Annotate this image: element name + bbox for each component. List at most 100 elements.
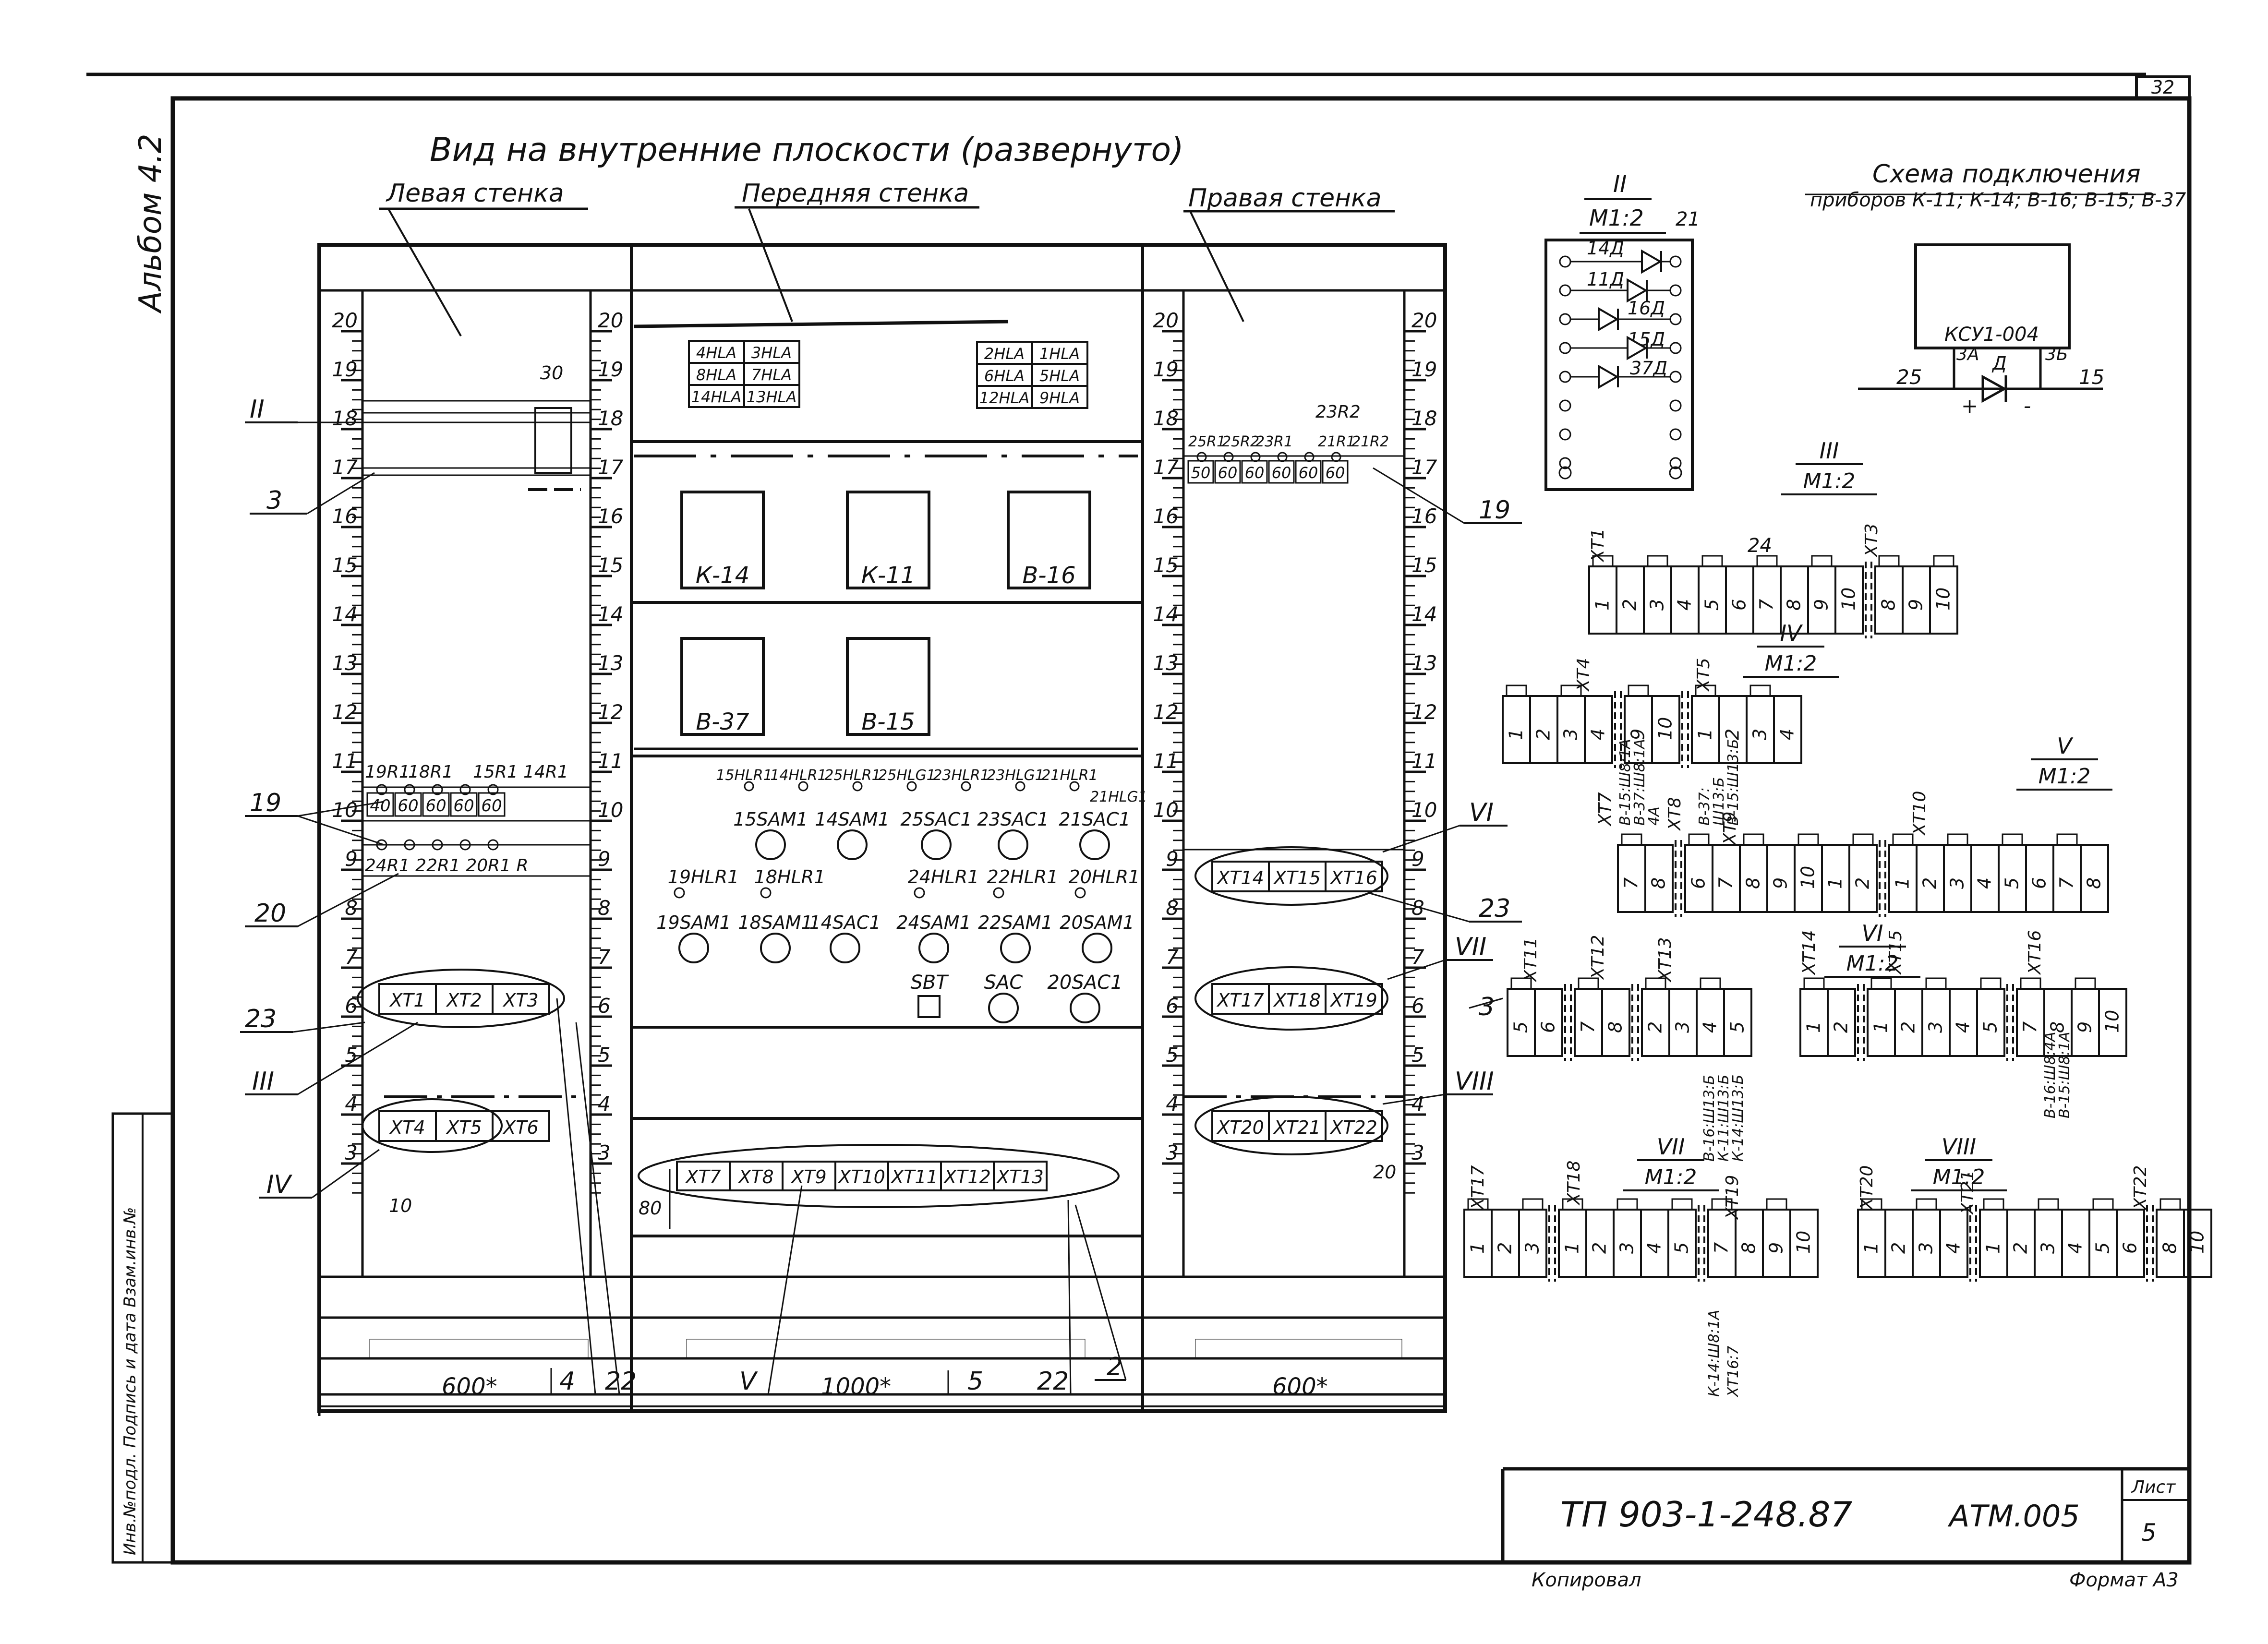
lamp-cell — [743, 384, 800, 408]
button-square — [917, 995, 941, 1018]
switch-label: 20SAC1 — [1047, 972, 1122, 994]
terminal-screw — [1645, 977, 1666, 990]
terminal-screw — [1560, 684, 1582, 697]
resistor-value: 40 — [370, 796, 390, 816]
terminal-number: 5 — [1701, 599, 1723, 611]
terminal-label: XT2 — [446, 990, 482, 1011]
album-label: Альбом 4.2 — [133, 134, 169, 314]
lamp-indicator — [906, 781, 917, 792]
scale-number: 3 — [598, 1141, 611, 1164]
scale-number: 6 — [1411, 994, 1424, 1018]
instrument-label: К-11 — [861, 562, 915, 589]
terminal-number: 10 — [2102, 1010, 2123, 1033]
lamp-hlr-label: 23HLR1 — [933, 767, 989, 784]
terminal-number: 7 — [1711, 1242, 1732, 1254]
terminal-screw — [1467, 1198, 1489, 1211]
terminal-number: 3 — [1947, 877, 1968, 889]
terminal-number: 1 — [1870, 1021, 1892, 1033]
scale-number: 3 — [1411, 1141, 1424, 1164]
detail-scale: М1:2 — [2039, 764, 2091, 789]
lamp-label: 12HLA — [979, 389, 1030, 407]
callout-20: 20 — [254, 899, 286, 928]
wiring-note: В-37:Ш8:1А — [1631, 739, 1648, 826]
resistor-value: 60 — [481, 796, 502, 816]
terminal-number: 6 — [1688, 877, 1709, 889]
detail-title: IV — [1780, 620, 1803, 646]
terminal-number: 8 — [1648, 877, 1669, 889]
lamp-hlr-label: 25HLR1 — [824, 767, 881, 784]
callout-4: 4 — [559, 1367, 575, 1396]
pin-label: 3А — [1956, 345, 1979, 364]
lamp-hlr-label: 25HLG1 — [878, 767, 936, 784]
terminal-number: 5 — [2092, 1242, 2113, 1254]
lamp-indicator — [674, 887, 685, 899]
diode-label: Д — [1991, 353, 2007, 374]
lamp-label: 5HLA — [1039, 367, 1080, 385]
side-strip-text: Инв.№подл. Подпись и дата Взам.инв.№ — [121, 1207, 140, 1555]
resistor-label: 25R1 — [1188, 433, 1226, 450]
terminal-block — [993, 1161, 1048, 1191]
terminal-number: 9 — [1811, 599, 1832, 611]
terminal-number: 2 — [1619, 599, 1641, 611]
callouts-bottom: 4 22 V 5 22 2 — [550, 998, 1127, 1396]
switch-knob — [1079, 829, 1110, 860]
scale-number: 19 — [1411, 358, 1437, 381]
detail-title: VII — [1657, 1134, 1685, 1160]
terminal-screw — [1811, 555, 1833, 567]
scale-number: 8 — [345, 896, 358, 920]
lamp-indicator — [1069, 781, 1080, 792]
callouts-right: 19 VI 23 VII 3 VIII — [1368, 467, 1522, 1105]
instrument-window — [680, 491, 765, 589]
instrument-window — [680, 637, 765, 736]
terminal-number: 3 — [1749, 729, 1771, 740]
terminal-number: 8 — [1738, 1242, 1760, 1254]
instrument-label: В-37 — [696, 708, 749, 735]
terminal-screw — [1861, 1198, 1882, 1211]
hole — [1559, 457, 1571, 469]
scale-number: 17 — [598, 456, 624, 479]
resistor-label: 18R1 — [408, 762, 453, 782]
switch-label: 18SAM1 — [738, 912, 812, 933]
switch-knob — [921, 829, 952, 860]
resistor-label: 21R2 — [1351, 433, 1389, 450]
dim-20: 20 — [1373, 1162, 1396, 1183]
terminal-number: 5 — [1980, 1021, 2001, 1033]
terminal-number: 5 — [1671, 1242, 1692, 1254]
diode-number: 21 — [1676, 208, 1700, 230]
terminal-number: 2 — [1533, 729, 1554, 740]
resistor-node — [432, 784, 443, 795]
terminal-number: 10 — [1793, 1231, 1814, 1254]
terminal-cell — [2116, 1209, 2145, 1278]
diode-label: 11Д — [1587, 269, 1624, 290]
scale-number: 12 — [1153, 700, 1179, 724]
resistor-label: 19R1 — [365, 762, 410, 782]
scale-number: 18 — [1153, 407, 1179, 430]
lamp-hlr-label: 23HLG1 — [987, 767, 1044, 784]
terminal-label: XT9 — [790, 1166, 826, 1188]
dim-label: 1000* — [821, 1373, 891, 1400]
resistor-label: 21R1 — [1318, 433, 1355, 450]
terminal-number: 10 — [1798, 866, 1819, 889]
terminal-cell — [1723, 988, 1752, 1057]
hole — [1558, 466, 1572, 480]
terminal-tag: XT4 — [1574, 658, 1593, 692]
scale-number: 3 — [1166, 1141, 1179, 1164]
terminal-number: 2 — [1645, 1021, 1666, 1033]
detail-scale: М1:2 — [1589, 205, 1644, 231]
device-label: КСУ1-004 — [1944, 324, 2039, 346]
terminal-number: 1 — [1506, 729, 1527, 740]
lamp-label: 6HLA — [984, 367, 1025, 385]
callout-23: 23 — [245, 1005, 277, 1033]
terminal-number: 1 — [1695, 729, 1716, 740]
terminal-number: 7 — [1756, 599, 1777, 611]
terminal-label: XT8 — [737, 1166, 773, 1188]
terminal-cell — [2080, 844, 2109, 913]
scale-number: 15 — [1153, 553, 1179, 577]
